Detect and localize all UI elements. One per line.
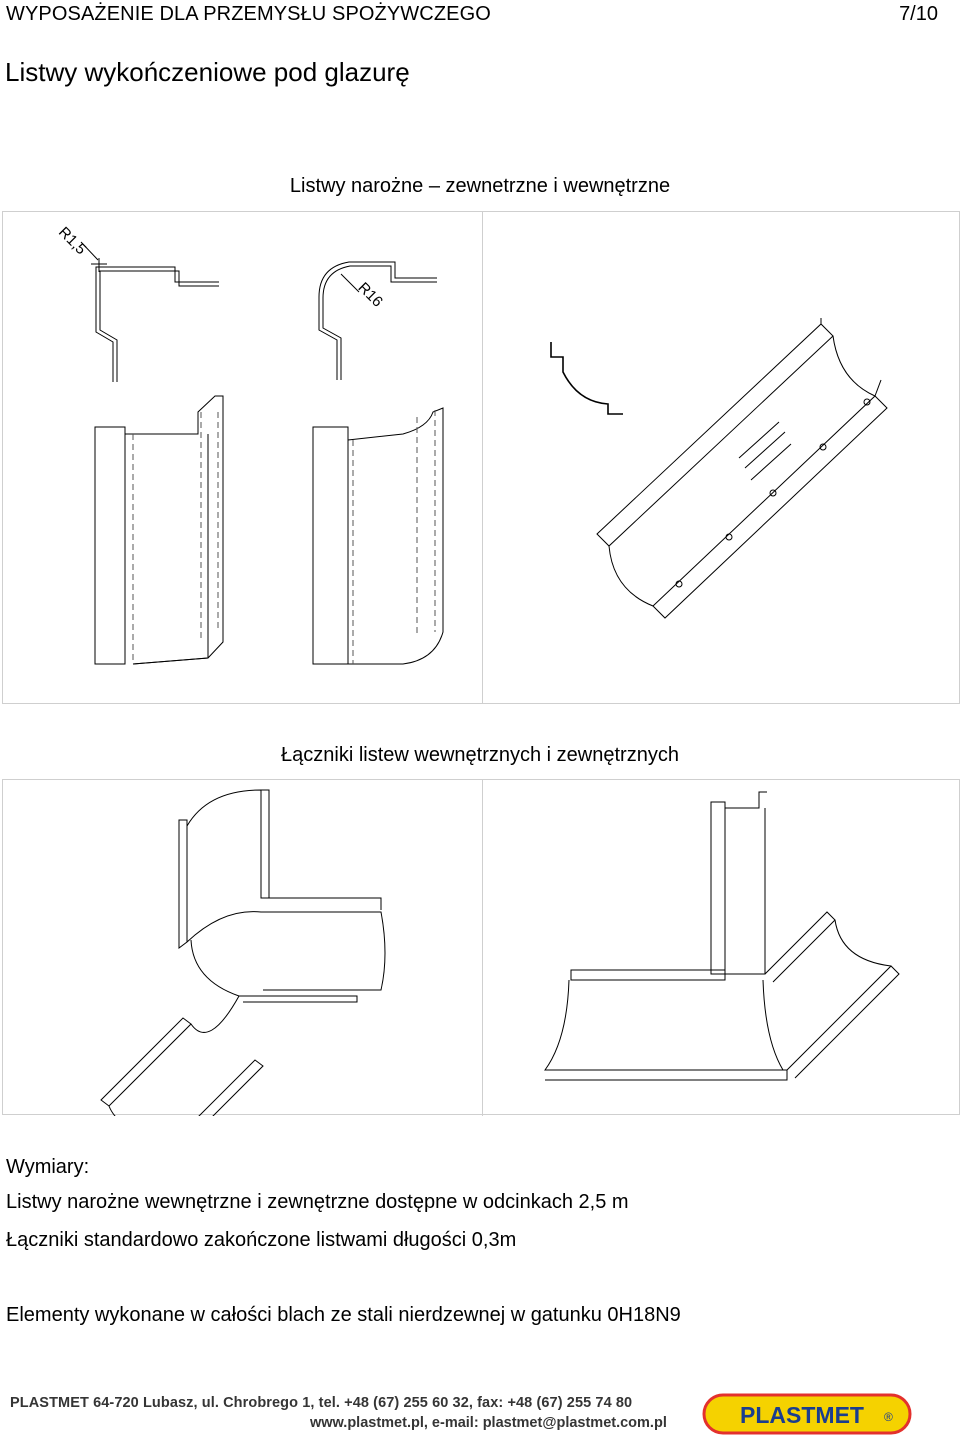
document-title: Listwy wykończeniowe pod glazurę [5, 57, 410, 87]
panel-divider [482, 211, 483, 704]
cove-strip-view [596, 318, 888, 619]
panel-divider [482, 780, 484, 1116]
external-corner-strip-view [94, 395, 224, 665]
connector-drawings [100, 789, 900, 1116]
logo-text: PLASTMET [740, 1402, 864, 1428]
footer: PLASTMET 64-720 Lubasz, ul. Chrobrego 1,… [10, 1393, 950, 1437]
cove-profile [550, 342, 623, 415]
drawing-panel-connectors [2, 779, 960, 1116]
plastmet-logo: PLASTMET ® [702, 1393, 912, 1435]
corner-strip-drawings: R1,5 R16 [55, 224, 888, 665]
specs-heading: Wymiary: [6, 1156, 90, 1178]
internal-corner-profile [318, 261, 437, 380]
internal-corner-connector [100, 789, 386, 1116]
specs-line-2: Łączniki standardowo zakończone listwami… [6, 1229, 517, 1251]
external-corner-connector [544, 791, 900, 1081]
logo-registered-mark: ® [884, 1410, 893, 1424]
external-corner-profile [80, 241, 219, 382]
radius-label-1: R1,5 [55, 224, 89, 258]
internal-corner-strip-view [312, 407, 444, 665]
header-title: WYPOSAŻENIE DLA PRZEMYSŁU SPOŻYWCZEGO [6, 3, 491, 25]
drawing-panel-corner-strips: R1,5 R16 [2, 211, 960, 704]
material-note: Elementy wykonane w całości blach ze sta… [6, 1304, 681, 1326]
page-number: 7/10 [899, 3, 938, 25]
section-heading-corner-strips: Listwy narożne – zewnetrzne i wewnętrzne [289, 175, 671, 197]
radius-label-2: R16 [355, 279, 386, 310]
section-heading-connectors: Łączniki listew wewnętrznych i zewnętrzn… [281, 744, 679, 766]
footer-contact: www.plastmet.pl, e-mail: plastmet@plastm… [310, 1415, 667, 1431]
specs-line-1: Listwy narożne wewnętrzne i zewnętrzne d… [6, 1191, 629, 1213]
footer-address: PLASTMET 64-720 Lubasz, ul. Chrobrego 1,… [10, 1395, 633, 1411]
